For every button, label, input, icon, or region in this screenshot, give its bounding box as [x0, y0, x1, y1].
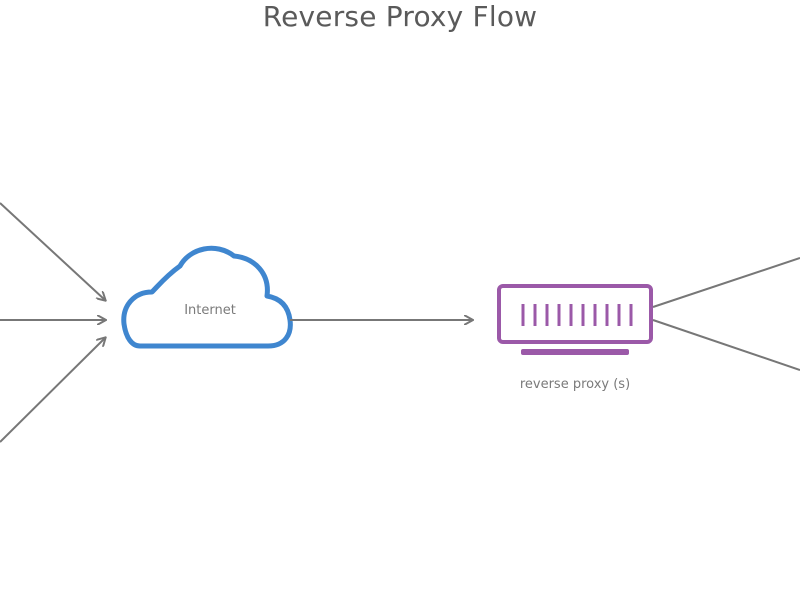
reverse-proxy-node: reverse proxy (s) [497, 284, 653, 392]
internet-label: Internet [184, 303, 236, 318]
outgoing-connector-top [652, 257, 800, 308]
incoming-connector-bottom [0, 338, 105, 443]
diagram-title: Reverse Proxy Flow [262, 0, 538, 33]
cloud-icon [121, 245, 293, 349]
reverse-proxy-label: reverse proxy (s) [520, 377, 630, 392]
outgoing-connector-bottom [652, 319, 800, 371]
incoming-connector-top [0, 202, 105, 300]
internet-node: Internet [121, 245, 293, 349]
server-icon [497, 284, 653, 355]
